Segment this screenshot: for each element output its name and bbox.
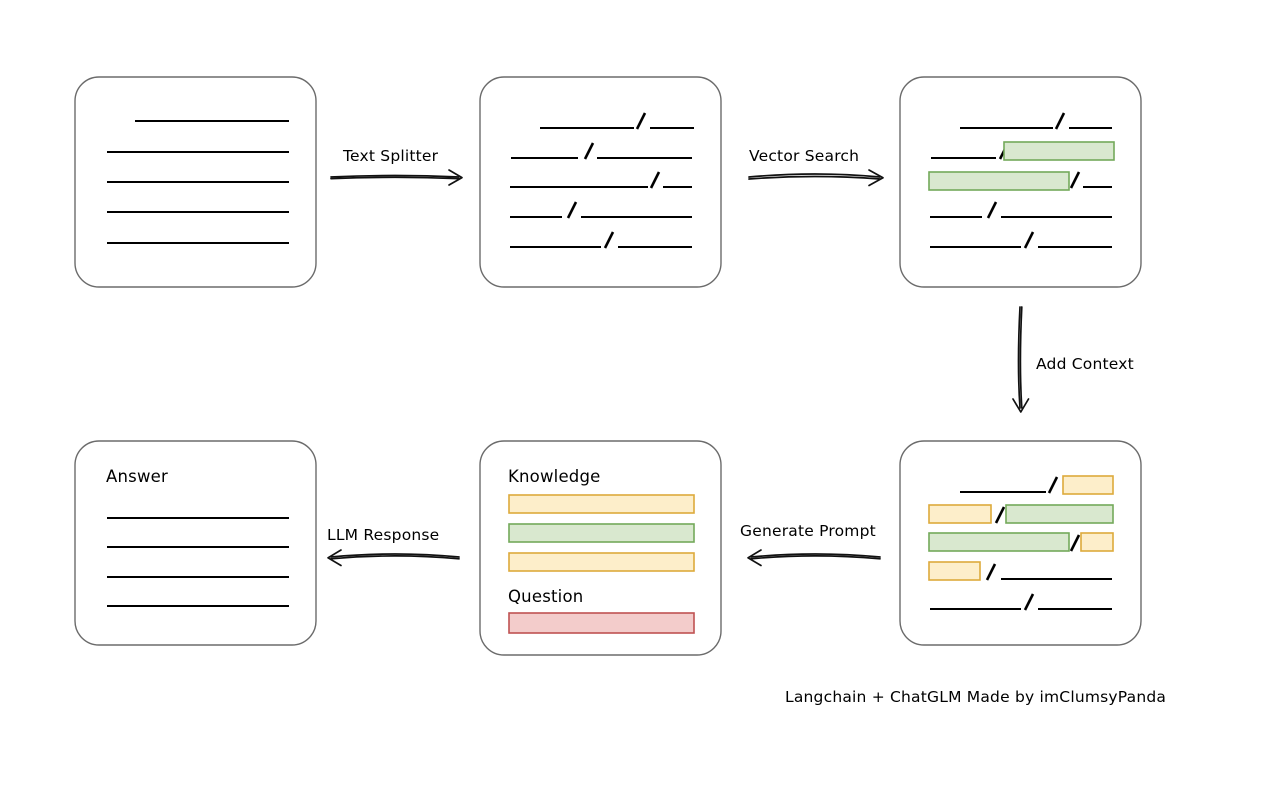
highlight-green-4: [928, 532, 1070, 552]
source-document-lines: [107, 119, 289, 245]
edge-llm-response[interactable]: LLM Response: [327, 526, 460, 567]
edge-label-llm-response: LLM Response: [327, 526, 439, 544]
highlight-yellow-3: [1080, 532, 1114, 552]
edge-label-generate-prompt: Generate Prompt: [740, 522, 876, 540]
prompt-knowledge-label: Knowledge: [508, 467, 601, 486]
box-answer[interactable]: Answer: [74, 440, 317, 646]
edge-label-add-context: Add Context: [1036, 355, 1134, 373]
highlight-yellow-4: [928, 561, 981, 581]
answer-lines: [107, 516, 289, 608]
knowledge-bar-2: [508, 523, 695, 543]
footer-credit: Langchain + ChatGLM Made by imClumsyPand…: [785, 688, 1166, 706]
box-context-chunks[interactable]: [899, 440, 1142, 646]
context-chunks-lines: [928, 475, 1114, 611]
highlight-yellow-2: [928, 504, 992, 524]
prompt-question-label: Question: [508, 587, 583, 606]
highlight-yellow-1: [1062, 475, 1114, 495]
box-prompt[interactable]: Knowledge Question: [479, 440, 722, 656]
highlight-green-1: [1003, 141, 1115, 161]
highlight-green-2: [928, 171, 1070, 191]
split-chunks-frame: [479, 76, 722, 288]
question-bar-1: [508, 612, 695, 634]
edge-label-vector-search: Vector Search: [749, 147, 859, 165]
edge-vector-search[interactable]: Vector Search: [748, 147, 884, 187]
edge-add-context[interactable]: Add Context: [1012, 306, 1134, 413]
split-chunks-lines: [510, 112, 694, 249]
edge-label-text-splitter: Text Splitter: [342, 147, 439, 165]
highlight-green-3: [1005, 504, 1114, 524]
edge-text-splitter[interactable]: Text Splitter: [330, 147, 463, 186]
knowledge-bar-1: [508, 494, 695, 514]
answer-label: Answer: [106, 467, 168, 486]
answer-frame: [74, 440, 317, 646]
knowledge-bar-3: [508, 552, 695, 572]
box-split-chunks[interactable]: [479, 76, 722, 288]
matched-chunks-lines: [928, 112, 1115, 249]
edge-generate-prompt[interactable]: Generate Prompt: [740, 522, 881, 567]
box-source-document[interactable]: [74, 76, 317, 288]
box-matched-chunks[interactable]: [899, 76, 1142, 288]
